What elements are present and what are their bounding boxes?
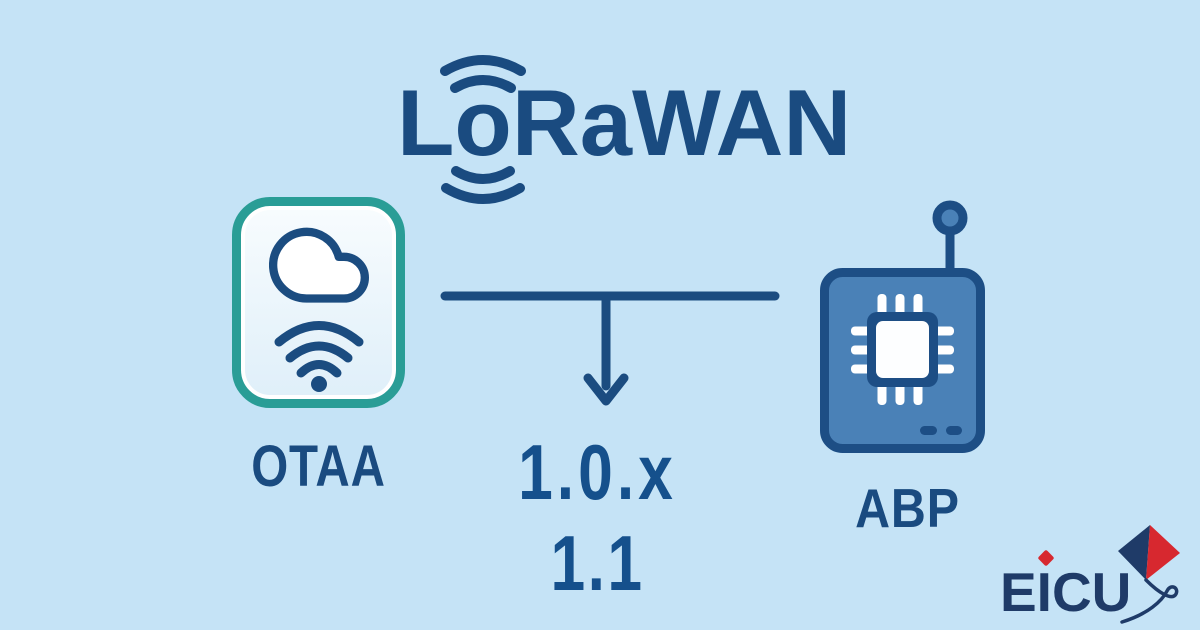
title-part-rest: RaWAN — [511, 70, 852, 175]
wifi-icon — [274, 320, 363, 392]
eicu-logo: EICU — [1000, 515, 1198, 630]
title-part-l: L — [397, 70, 455, 175]
cloud-icon — [268, 227, 369, 303]
eicu-logo-text: EICU — [1000, 561, 1132, 623]
chip-device-icon — [820, 200, 985, 453]
title-part-o-wrap: o — [440, 55, 527, 204]
version-primary: 1.0.x — [518, 428, 677, 516]
version-secondary: 1.1 — [550, 519, 645, 607]
indicator-dash — [946, 426, 962, 435]
kite-icon — [1118, 525, 1180, 624]
title-part-o: o — [454, 70, 512, 175]
indicator-dash — [920, 426, 937, 435]
branch-connector — [440, 291, 780, 406]
abp-label: ABP — [855, 477, 960, 539]
otaa-card — [232, 197, 405, 408]
page-title: L o RaWAN — [397, 55, 852, 204]
otaa-label: OTAA — [251, 434, 386, 499]
